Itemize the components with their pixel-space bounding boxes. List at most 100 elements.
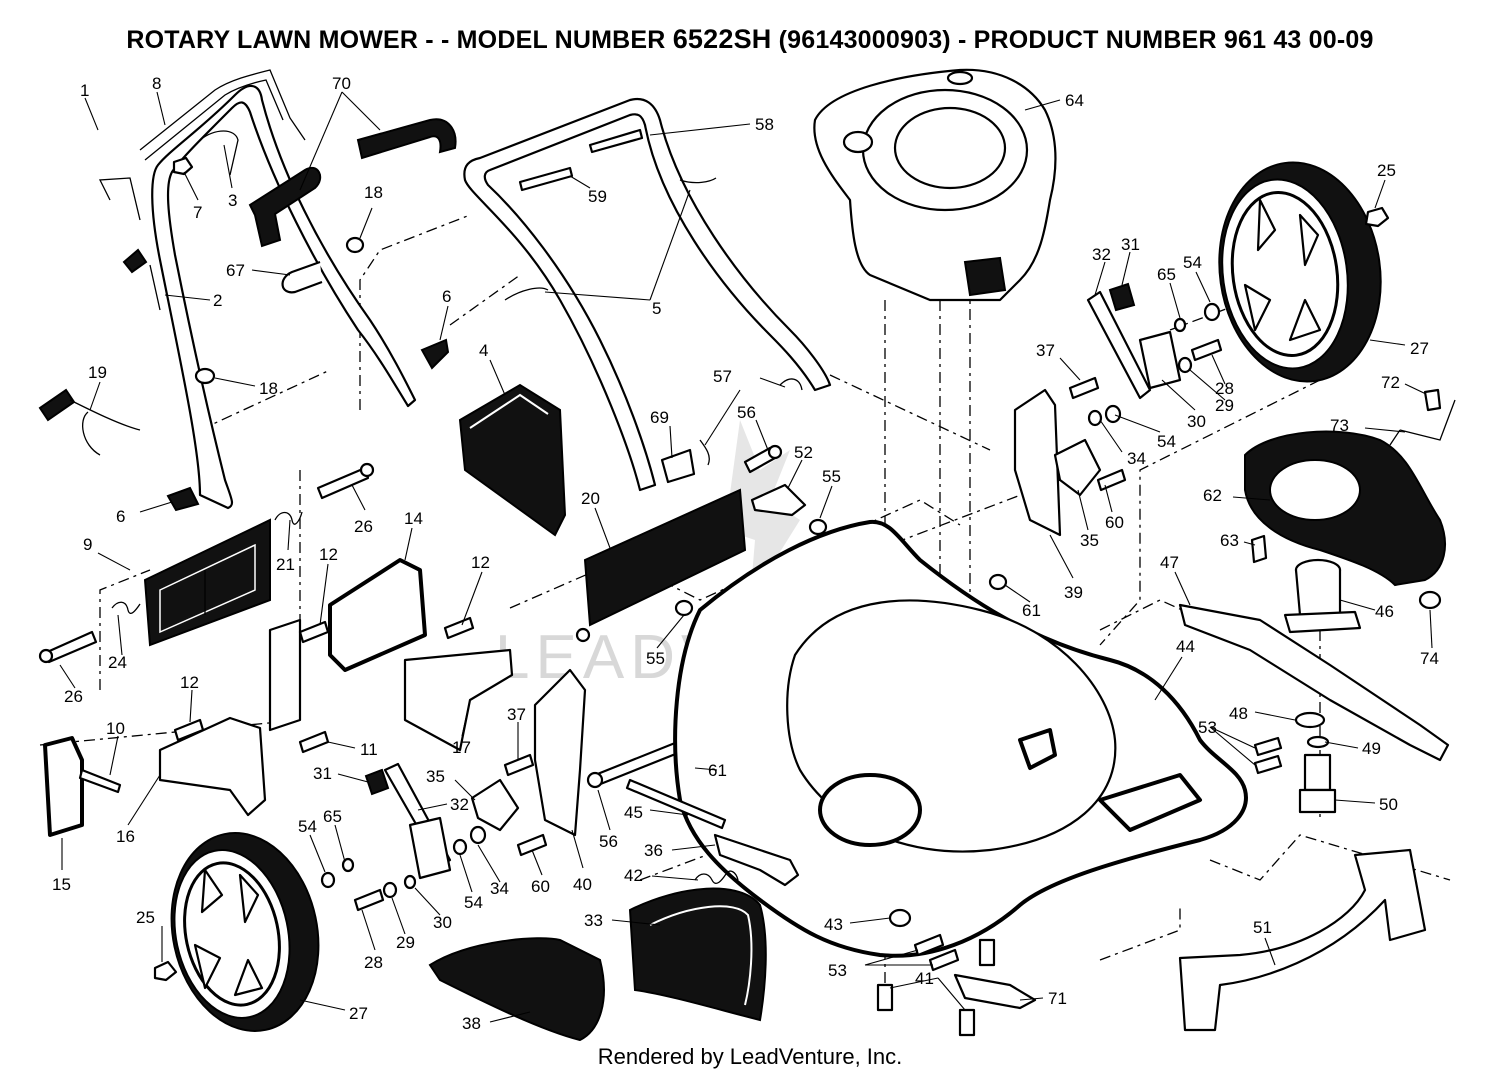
label-part-72: 72 [1381,373,1400,392]
engine-part-64 [813,68,1057,302]
spring-part-21 [274,511,303,525]
blade-bolt-part-50 [1298,753,1337,814]
label-part-42: 42 [624,866,643,885]
label-part-26-upper: 26 [354,517,373,536]
nut-part-74 [1418,590,1442,610]
label-part-43: 43 [824,915,843,934]
door-frame-part-9 [143,518,271,647]
label-part-7: 7 [193,203,202,222]
label-part-61-upper: 61 [1022,601,1041,620]
label-part-31-lower: 31 [313,764,332,783]
label-part-69: 69 [650,408,669,427]
label-part-70: 70 [332,74,351,93]
label-part-27-upper: 27 [1410,339,1429,358]
label-part-64: 64 [1065,91,1084,110]
label-part-25-upper: 25 [1377,161,1396,180]
blade-adapter-part-46 [1283,558,1362,634]
part-labels: 1 8 70 58 64 25 7 3 59 18 67 2 6 5 4 19 … [52,74,1439,1033]
label-part-28-lower: 28 [364,953,383,972]
gear-part-35-lower [470,778,520,832]
gear-part-35-upper [1053,438,1102,497]
label-part-20: 20 [581,489,600,508]
height-plate-part-39 [1013,388,1062,537]
blade-adapter-part-62 [1244,430,1446,587]
axle-part-45 [625,778,727,830]
model-number: 6522SH [672,24,772,54]
bolt-part-26-upper [316,462,375,500]
label-part-65-upper: 65 [1157,265,1176,284]
bolt-part-63 [1250,534,1268,564]
lever-part-32-upper [1086,290,1182,400]
bracket-part-52 [750,483,807,517]
label-part-73: 73 [1330,416,1349,435]
label-part-37-upper: 37 [1036,341,1055,360]
blade-part-47 [1178,603,1450,762]
label-part-12-a: 12 [319,545,338,564]
label-part-41: 41 [915,969,934,988]
label-part-57: 57 [713,367,732,386]
bracket-part-16 [158,716,267,817]
bolt-part-26-lower [38,630,98,664]
label-part-11: 11 [360,740,378,759]
discharge-chute-part-33 [628,887,767,1022]
mower-deck-part-44 [673,519,1248,958]
cable-part-2 [98,177,161,311]
label-part-45: 45 [624,803,643,822]
label-part-24: 24 [108,653,127,672]
label-part-33: 33 [584,911,603,930]
label-part-17: 17 [452,738,471,757]
label-part-36: 36 [644,841,663,860]
knob-part-31-upper [1108,282,1136,312]
label-part-67: 67 [226,261,245,280]
label-part-9: 9 [83,535,92,554]
bolts-part-53-right [1253,736,1283,775]
hoses-part-70 [248,118,457,248]
label-part-54-left: 54 [298,817,317,836]
label-part-58: 58 [755,115,774,134]
label-part-21: 21 [276,555,295,574]
nut-part-43 [888,908,912,928]
label-part-6-lower: 6 [116,507,125,526]
label-part-55-lower: 55 [646,649,665,668]
title-prefix: ROTARY LAWN MOWER - - MODEL NUMBER [126,26,666,54]
label-part-2: 2 [213,291,222,310]
nut-part-25-upper [1364,206,1390,228]
label-part-35-upper: 35 [1080,531,1099,550]
lever-part-32-lower [383,762,452,880]
flap-part-4 [458,383,567,537]
label-part-3: 3 [228,191,237,210]
label-part-52: 52 [794,443,813,462]
knob-part-6-lower [166,486,200,512]
label-part-37-lower: 37 [507,705,526,724]
label-part-39: 39 [1064,583,1083,602]
label-part-29-lower: 29 [396,933,415,952]
label-part-61-lower: 61 [708,761,727,780]
lower-handle-part-1 [151,84,417,510]
label-part-63: 63 [1220,531,1239,550]
bracket-part-15 [43,736,122,837]
label-part-56-lower: 56 [599,832,618,851]
label-part-18-upper: 18 [364,183,383,202]
spring-part-42 [694,870,739,884]
label-part-30-upper: 30 [1187,412,1206,431]
label-part-35-lower: 35 [426,767,445,786]
label-part-25-lower: 25 [136,908,155,927]
label-part-53-right: 53 [1198,718,1217,737]
front-wheel-part-27 [170,832,320,1032]
bolts-part-41 [876,938,996,1037]
skirt-part-51 [1178,848,1427,1032]
mulch-plug-part-38 [428,937,605,1042]
label-part-59: 59 [588,187,607,206]
label-part-60-upper: 60 [1105,513,1124,532]
bolts-misc [353,338,1223,912]
label-part-44: 44 [1176,637,1195,656]
spring-part-24 [111,601,141,614]
title-suffix: (96143000903) - PRODUCT NUMBER 961 43 00… [778,26,1374,54]
label-part-30-lower: 30 [433,913,452,932]
label-part-34-lower: 34 [490,879,509,898]
label-part-27-lower: 27 [349,1004,368,1023]
label-part-51: 51 [1253,918,1272,937]
label-part-1: 1 [80,81,89,100]
label-part-46: 46 [1375,602,1394,621]
